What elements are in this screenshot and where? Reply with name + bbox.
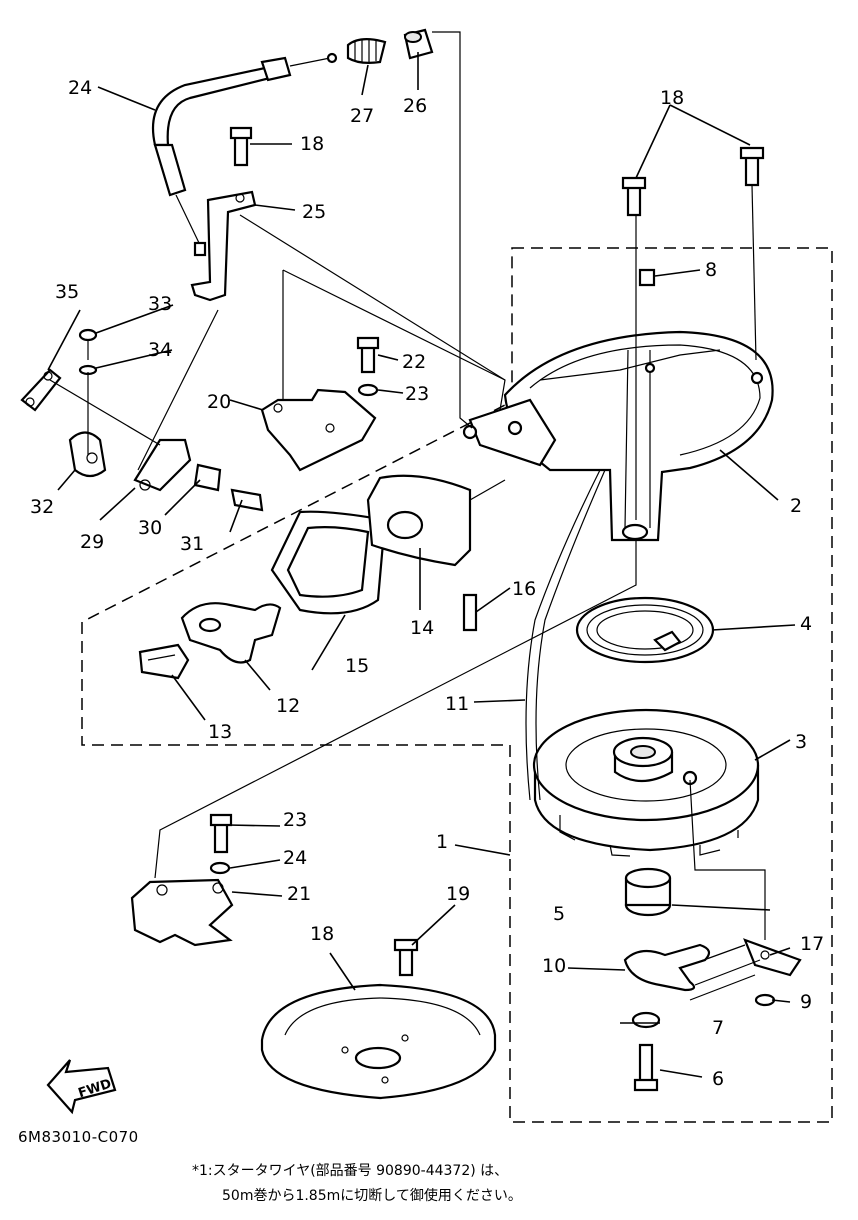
drive-pawl-group <box>623 938 802 1001</box>
starter-rope <box>525 469 606 801</box>
callout-19: 18 <box>310 923 334 945</box>
starter-case <box>462 330 774 542</box>
cover-plate <box>260 983 497 1100</box>
starter-handle <box>138 602 282 680</box>
callout-16: 16 <box>512 578 536 600</box>
callout-6: 6 <box>712 1068 724 1090</box>
bracket-22 <box>130 878 234 947</box>
callout-33: 33 <box>148 293 172 315</box>
bracket-21 <box>260 388 377 472</box>
bracket-29 <box>190 190 257 302</box>
callout-11: 11 <box>445 693 469 715</box>
callout-9: 9 <box>800 991 812 1013</box>
callout-12: 12 <box>276 695 300 717</box>
callout-1: 1 <box>436 831 448 853</box>
callout-18-right: 18 <box>660 87 684 109</box>
callout-30: 26 <box>403 95 427 117</box>
callout-labels: 24 27 26 18 25 18 8 35 33 34 22 23 20 2 … <box>30 77 824 1090</box>
callout-10: 10 <box>542 955 566 977</box>
fwd-arrow-icon: FWD <box>46 1059 117 1115</box>
callout-7: 7 <box>712 1017 724 1039</box>
callout-14: 14 <box>410 617 434 639</box>
callout-29: 25 <box>302 201 326 223</box>
callout-21: 20 <box>207 391 231 413</box>
callout-28: 24 <box>68 77 92 99</box>
callout-24-top: 23 <box>405 383 429 405</box>
sheave-bushing <box>624 867 672 917</box>
callout-32: 32 <box>30 496 54 518</box>
callout-26: 30 <box>138 517 162 539</box>
rope-guide <box>366 474 506 567</box>
callout-27: 31 <box>180 533 204 555</box>
callout-3: 3 <box>795 731 807 753</box>
throttle-cable <box>151 28 434 257</box>
leader-lines <box>47 31 796 1078</box>
callout-35: 35 <box>55 281 79 303</box>
callout-22: 21 <box>287 883 311 905</box>
callout-24-bottom: 24 <box>283 847 307 869</box>
note-line-2: 50m巻から1.85mに切断して御使用ください。 <box>222 1188 522 1204</box>
callout-20: 19 <box>446 883 470 905</box>
callout-4: 4 <box>800 613 812 635</box>
callout-18-top: 18 <box>300 133 324 155</box>
callout-5: 5 <box>553 903 565 925</box>
callout-25: 29 <box>80 531 104 553</box>
callout-17: 17 <box>800 933 824 955</box>
callout-15: 15 <box>345 655 369 677</box>
sheave-drum <box>532 708 760 857</box>
note-line-1: *1:スタータワイヤ(部品番号 90890-44372) は、 <box>192 1163 509 1179</box>
callout-8: 8 <box>705 259 717 281</box>
callout-23-top: 22 <box>402 351 426 373</box>
callout-23-bottom: 23 <box>283 809 307 831</box>
hardware-bottom <box>393 938 776 1092</box>
callout-13: 13 <box>208 721 232 743</box>
callout-31: 27 <box>350 105 374 127</box>
bolt-16 <box>462 593 478 632</box>
bolts-small <box>209 126 765 875</box>
spiral-spring <box>575 596 715 664</box>
diagram-code: 6M83010-C070 <box>18 1128 139 1146</box>
callout-34: 34 <box>148 339 172 361</box>
callout-2: 2 <box>790 495 802 517</box>
rope-grommet <box>270 510 387 615</box>
